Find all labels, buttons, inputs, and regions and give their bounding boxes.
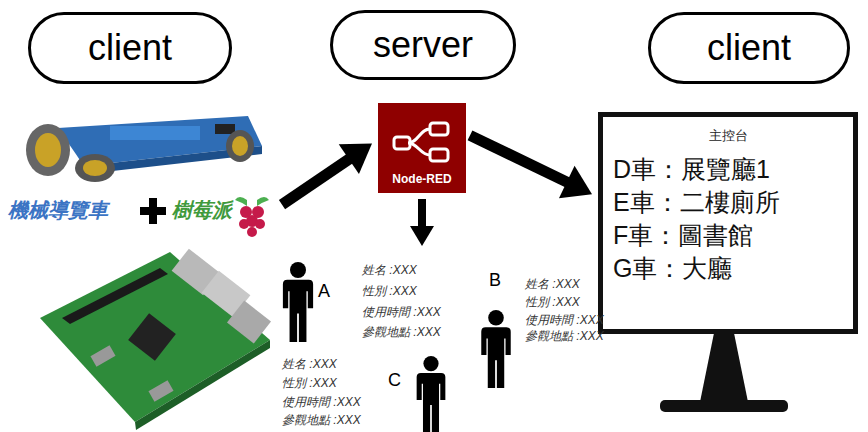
user-info: 參觀地點 :XXX: [362, 326, 441, 340]
monitor-stand: [660, 333, 788, 412]
user-info: 使用時間 :XXX: [282, 396, 361, 410]
guide-car: [75, 154, 115, 182]
node-text: server: [373, 24, 473, 66]
guide-car: [35, 133, 61, 167]
person-letter: B: [489, 270, 501, 291]
plus-sign: [149, 198, 157, 224]
person-figure: [283, 262, 511, 432]
down-arrow: [410, 226, 434, 246]
user-info: 使用時間 :XXX: [525, 314, 604, 328]
raspberry-logo: [239, 219, 249, 229]
user-info: 姓名 :XXX: [362, 264, 417, 278]
guide-car: [226, 130, 254, 162]
raspberry-logo: [235, 197, 269, 237]
arrow-shaft: [470, 135, 569, 182]
person-figure: [283, 262, 313, 342]
node-text: client: [707, 27, 791, 69]
control-monitor: 主控台 D車：展覽廳1E車：二樓廁所 F車：圖書館 G車：大廳: [598, 112, 858, 334]
arrow-head: [559, 166, 592, 198]
server-logo: Node-RED: [378, 103, 466, 193]
person-letter: A: [318, 281, 330, 302]
user-info: 參觀地點 :XXX: [525, 330, 604, 344]
raspberry-pi-board: [40, 249, 271, 430]
guide-car: [83, 160, 107, 176]
raspberry-pi-board: [128, 313, 176, 361]
down-arrow: [418, 199, 426, 227]
person-figure: [481, 310, 510, 388]
node-text: Node-RED: [392, 173, 451, 187]
arrow-shaft: [282, 158, 350, 205]
node-text: G車：大廳: [613, 254, 732, 283]
role-pill: server: [330, 10, 516, 80]
monitor-stand: [700, 333, 748, 402]
down-arrow: [410, 199, 434, 246]
guide-car: [26, 124, 70, 176]
user-info: 性別 :XXX: [362, 285, 417, 299]
user-info: 性別 :XXX: [525, 296, 580, 310]
guide-car: [215, 124, 235, 134]
user-info: 姓名 :XXX: [282, 358, 337, 372]
user-info: 參觀地點 :XXX: [282, 414, 361, 428]
arrow-head: [339, 144, 372, 175]
node-text: 主控台: [709, 129, 748, 144]
raspberry-pi-board: [40, 252, 270, 422]
raspberry-pi-board: [148, 380, 173, 401]
person-letter: C: [388, 370, 401, 391]
raspberry-logo: [235, 197, 269, 206]
raspberry-logo: [255, 219, 265, 229]
flow-icon: [378, 103, 466, 173]
role-pill: client: [648, 12, 850, 84]
user-info: 姓名 :XXX: [525, 278, 580, 292]
plus-sign: [140, 198, 166, 224]
node-text: D車：展覽廳1: [613, 155, 770, 184]
flow-arrow: [470, 135, 592, 198]
node-text: E車：二樓廁所: [613, 188, 780, 217]
raspberry-pi-board: [90, 345, 115, 366]
role-pill: client: [28, 12, 232, 84]
node-text: F車：圖書館: [613, 221, 753, 250]
node-text: client: [88, 27, 172, 69]
flow-icon: [394, 137, 410, 149]
user-info: 性別 :XXX: [282, 377, 337, 391]
node-text: 機械導覽車: [8, 199, 108, 222]
guide-car: [26, 116, 262, 182]
guide-car: [232, 136, 248, 156]
monitor-stand: [660, 400, 788, 412]
user-info: 使用時間 :XXX: [362, 306, 441, 320]
flow-icon: [430, 123, 448, 135]
person-figure: [417, 356, 446, 432]
device-group: 機械導覽車 樹莓派: [4, 194, 278, 232]
guide-car: [110, 126, 200, 140]
flow-icon: [430, 149, 448, 161]
node-text: 樹莓派: [172, 199, 232, 222]
raspberry-pi-board: [227, 301, 271, 344]
raspberry-logo: [247, 227, 257, 237]
flow-arrow: [282, 144, 372, 205]
